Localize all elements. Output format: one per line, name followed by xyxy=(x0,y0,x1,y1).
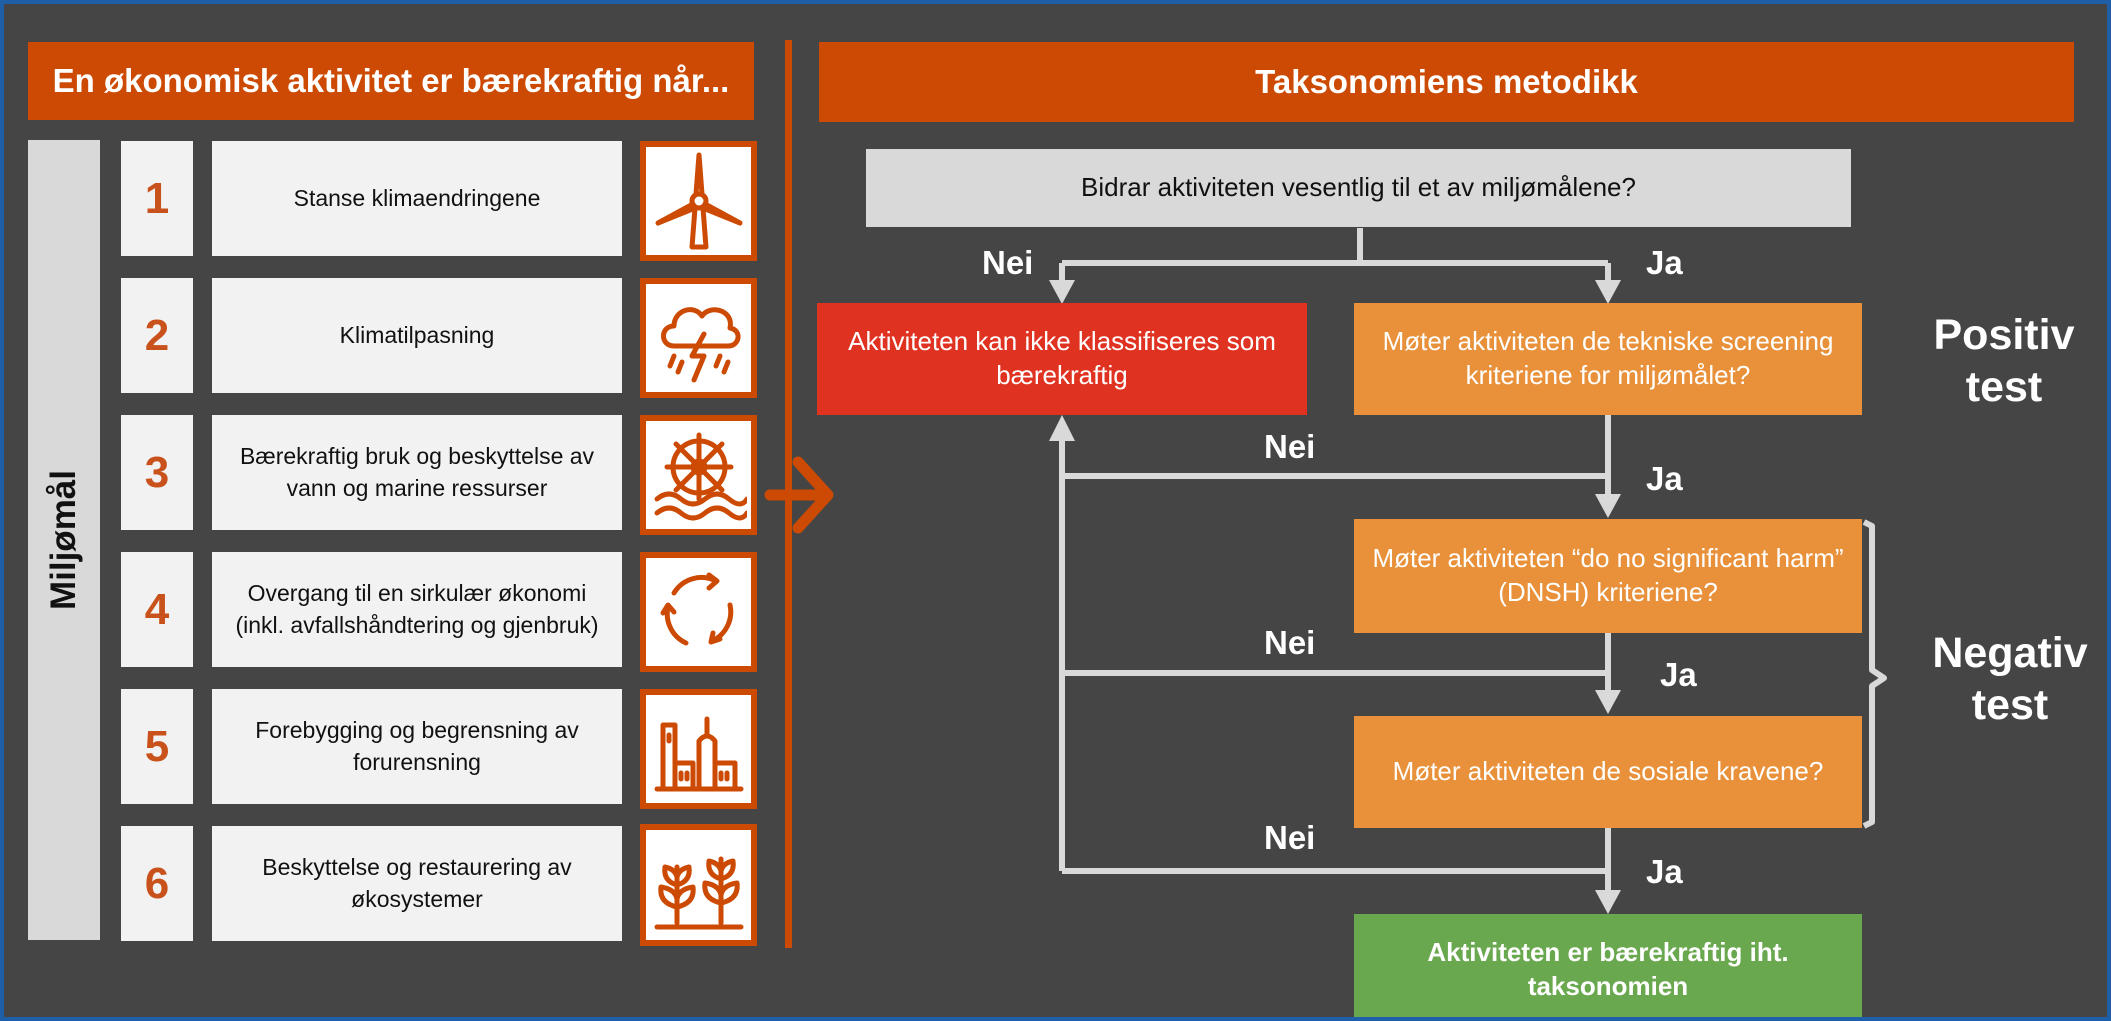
left-header: En økonomisk aktivitet er bærekraftig nå… xyxy=(28,42,754,120)
technical-screening-box: Møter aktiviteten de tekniske screening … xyxy=(1354,303,1862,415)
miljomal-bar: Miljømål xyxy=(28,140,100,940)
goal-text: Overgang til en sirkulær økonomi (inkl. … xyxy=(212,552,622,667)
goal-number: 5 xyxy=(121,689,193,804)
question-top-box: Bidrar aktiviteten vesentlig til et av m… xyxy=(866,149,1851,227)
social-requirements-box: Møter aktiviteten de sosiale kravene? xyxy=(1354,716,1862,828)
no-label: Nei xyxy=(1264,624,1316,661)
goal-number: 1 xyxy=(121,141,193,256)
no-label: Nei xyxy=(1264,819,1316,856)
yes-label: Ja xyxy=(1646,460,1683,497)
goal-text: Forebygging og begrensning av forurensni… xyxy=(212,689,622,804)
factory-icon xyxy=(640,689,757,809)
result-sustainable-box: Aktiviteten er bærekraftig iht. taksonom… xyxy=(1354,914,1862,1017)
plants-icon xyxy=(640,824,757,946)
storm-cloud-icon xyxy=(640,278,757,398)
yes-label: Ja xyxy=(1646,853,1683,890)
flow-connectors xyxy=(1049,228,1887,914)
negative-test-label: Negativ test xyxy=(1932,629,2088,729)
wind-turbine-icon xyxy=(640,141,757,261)
goal-text: Bærekraftig bruk og beskyttelse av vann … xyxy=(212,415,622,530)
goal-text: Beskyttelse og restaurering av økosystem… xyxy=(212,826,622,941)
goal-number: 3 xyxy=(121,415,193,530)
dnsh-box: Møter aktiviteten “do no significant har… xyxy=(1354,519,1862,633)
goal-number: 6 xyxy=(121,826,193,941)
goal-number: 2 xyxy=(121,278,193,393)
arrow-right-icon xyxy=(764,456,834,534)
goal-text: Stanse klimaendringene xyxy=(212,141,622,256)
water-wheel-icon xyxy=(640,415,757,535)
yes-label: Ja xyxy=(1646,244,1683,281)
no-label: Nei xyxy=(982,244,1034,281)
right-header: Taksonomiens metodikk xyxy=(819,42,2074,122)
recycle-icon xyxy=(640,552,757,672)
not-sustainable-box: Aktiviteten kan ikke klassifiseres som b… xyxy=(817,303,1307,415)
goal-number: 4 xyxy=(121,552,193,667)
positive-test-label: Positiv test xyxy=(1933,311,2075,411)
yes-label: Ja xyxy=(1660,656,1697,693)
goal-text: Klimatilpasning xyxy=(212,278,622,393)
no-label: Nei xyxy=(1264,428,1316,465)
